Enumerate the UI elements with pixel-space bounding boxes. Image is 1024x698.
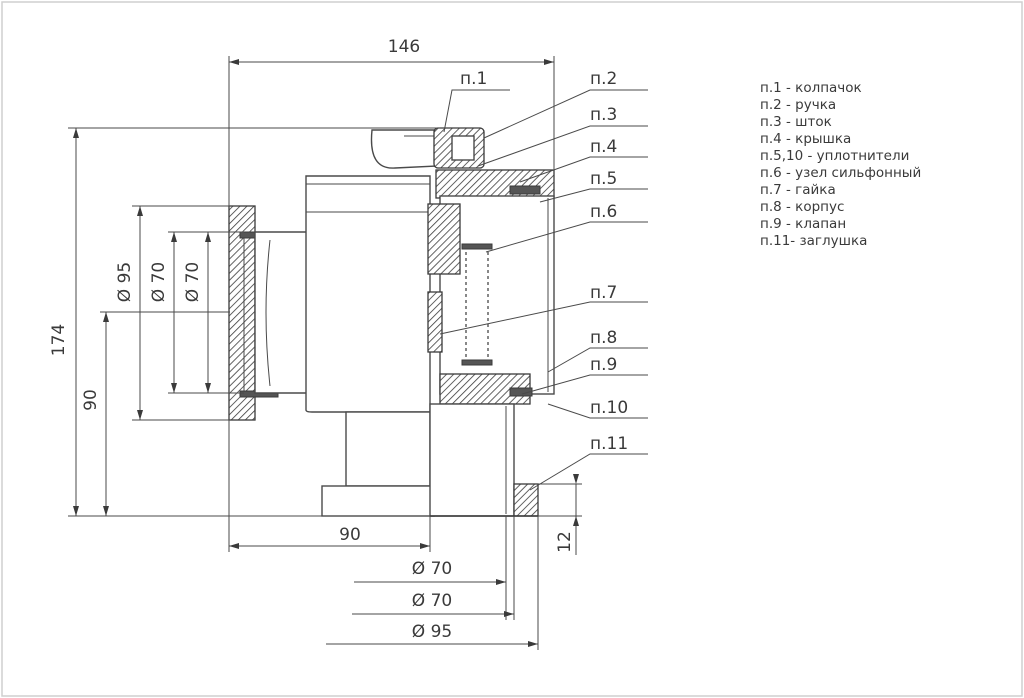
left-flange	[228, 205, 256, 421]
lid-seal	[509, 185, 541, 195]
callout-p6: п.6	[590, 202, 617, 222]
dim-left-d70-inner: Ø 70	[183, 262, 203, 302]
dim-left-d70-outer: Ø 70	[149, 262, 169, 302]
outlet-pipe	[429, 403, 515, 517]
callout-p9: п.9	[590, 355, 617, 375]
cap-inner	[451, 135, 475, 161]
legend-item: п.4 - крышка	[760, 131, 851, 147]
dim-bottom-d95: Ø 95	[412, 622, 452, 642]
dimension-texts: 146 174 90 Ø 95 Ø 70 Ø 70 90 12 Ø 70 Ø 7…	[49, 37, 575, 642]
dim-bottom-offset: 90	[339, 525, 361, 545]
legend-item: п.7 - гайка	[760, 182, 836, 198]
callout-p1: п.1	[460, 69, 487, 89]
dim-top-width: 146	[388, 37, 420, 57]
legend-item: п.6 - узел сильфонный	[760, 165, 921, 181]
dim-axis-height: 90	[81, 389, 101, 411]
callout-p2: п.2	[590, 69, 617, 89]
inlet-tube-edge	[265, 239, 271, 387]
callout-p10: п.10	[590, 398, 628, 418]
legend-item: п.8 - корпус	[760, 199, 844, 215]
legend-item: п.11- заглушка	[760, 233, 867, 249]
valve-handle	[370, 129, 439, 169]
callout-p8: п.8	[590, 328, 617, 348]
callout-p11: п.11	[590, 434, 628, 454]
callout-p3: п.3	[590, 105, 617, 125]
nut-part	[427, 291, 443, 353]
dim-bottom-d70-a: Ø 70	[412, 559, 452, 579]
legend-item: п.9 - клапан	[760, 216, 846, 232]
callout-p4: п.4	[590, 137, 617, 157]
callout-p7: п.7	[590, 283, 617, 303]
dim-flange-height: 12	[555, 531, 575, 553]
legend-item: п.2 - ручка	[760, 97, 836, 113]
legend-item: п.1 - колпачок	[760, 80, 862, 96]
plug-part	[513, 483, 539, 517]
callout-p5: п.5	[590, 169, 617, 189]
stem-block	[427, 203, 461, 275]
parts-legend: п.1 - колпачок п.2 - ручка п.3 - шток п.…	[760, 80, 921, 249]
dim-left-d95: Ø 95	[115, 262, 135, 302]
main-housing	[305, 175, 431, 413]
lower-foot	[321, 485, 435, 517]
valve-body	[228, 127, 555, 517]
legend-item: п.5,10 - уплотнители	[760, 148, 909, 164]
callout-leaders	[439, 89, 648, 491]
dimension-lines	[68, 56, 582, 650]
legend-item: п.3 - шток	[760, 114, 832, 130]
bellows-assembly	[461, 243, 493, 366]
valve-seal	[509, 387, 533, 397]
lower-neck	[345, 411, 431, 487]
dim-bottom-d70-b: Ø 70	[412, 591, 452, 611]
dim-total-height: 174	[49, 324, 69, 356]
callout-labels: п.1 п.2 п.3 п.4 п.5 п.6 п.7 п.8 п.9 п.10…	[460, 69, 628, 454]
